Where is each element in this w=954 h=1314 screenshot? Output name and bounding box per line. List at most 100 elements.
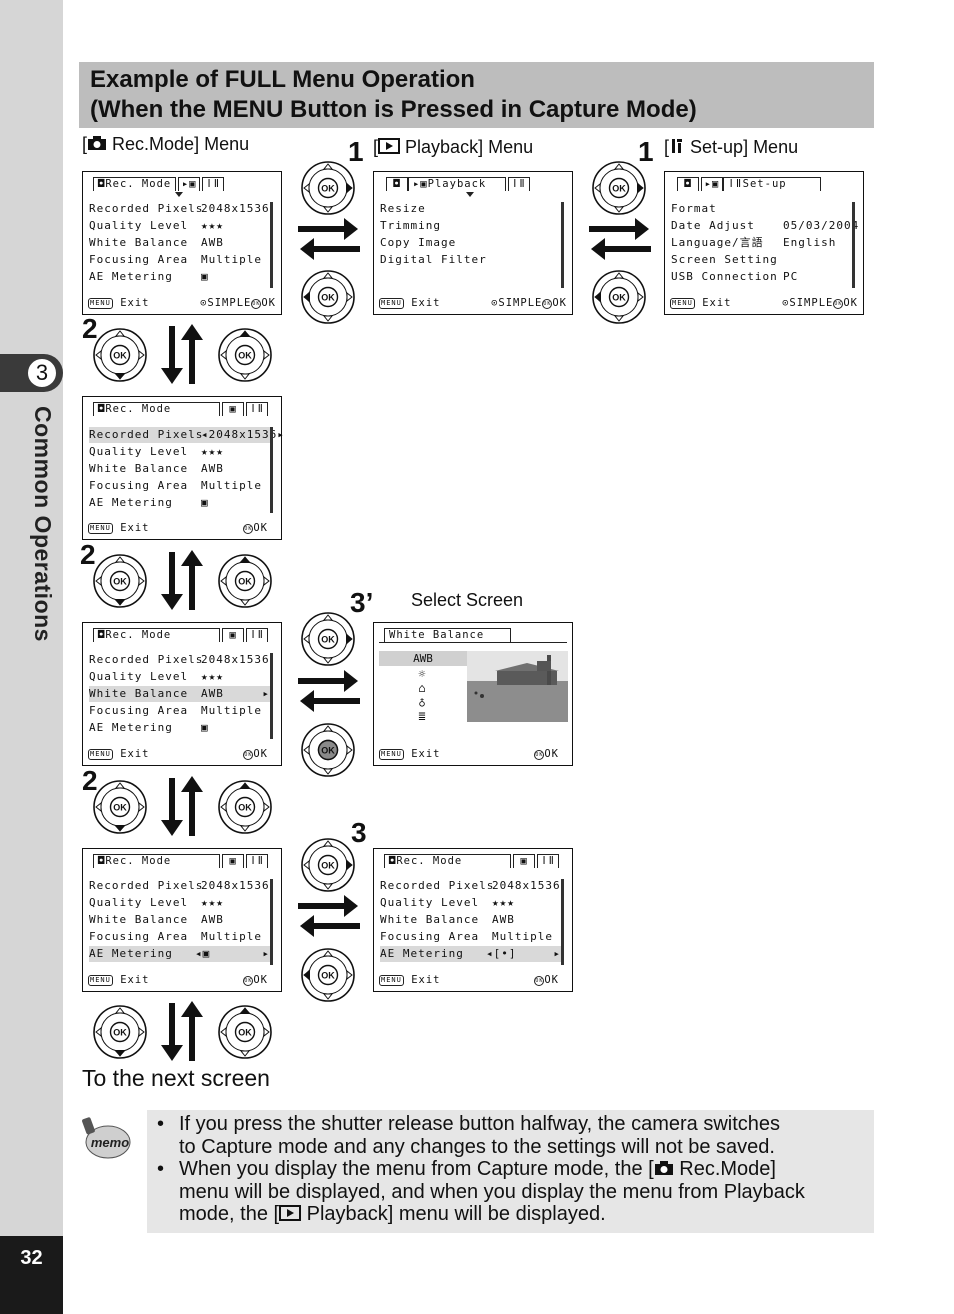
memo-line: When you display the menu from Capture m… [179,1158,805,1181]
dpad-down-pressed-icon [92,1004,148,1060]
dpad-up-pressed-icon [217,779,273,835]
playback-tab-icon: ▣ [513,854,535,868]
swap-vertical-arrows-icon [158,774,208,838]
setup-tab-icon: ǀǁ [246,628,268,642]
dpad-right-pressed-icon [300,160,356,216]
memo-bullet-1: • If you press the shutter release butto… [157,1113,866,1158]
setup-tab-icon: ǀǁ [537,854,559,868]
svg-text:OK: OK [321,746,335,756]
swap-vertical-arrows-icon [158,548,208,612]
playback-tab-icon: ▸▣ [701,177,723,191]
menu-key-icon: MENU [379,975,404,986]
page-number: 32 [0,1236,63,1314]
swap-horizontal-arrows-icon [298,668,360,714]
screen-footer: MENU Exit OKOK [379,973,567,987]
menu-row-focusing-area: Focusing AreaMultiple [89,478,188,494]
menu-key-icon: MENU [379,749,404,760]
screen-footer: MENU Exit OKOK [88,747,276,761]
menu-row-white-balance: White BalanceAWB [89,235,188,251]
ok-key-icon: OK [833,299,843,309]
tab-down-arrow-icon [466,192,474,197]
menu-row-recorded-pixels: Recorded Pixels2048x1536 [89,201,203,217]
wb-option-awb: AWB [379,651,467,666]
swap-horizontal-arrows-icon [298,216,360,262]
menu-row-ae-metering: AE Metering▣ [89,720,173,736]
menu-row-screen-setting: Screen Setting [671,252,778,268]
ok-key-icon: OK [542,299,552,309]
wb-option-icons: ☼ ⌂ ♁ ≣ [414,667,430,723]
setup-tab-icon: ǀǁ [246,402,268,416]
menu-key-icon: MENU [379,298,404,309]
ok-key-icon: OK [534,750,544,760]
metering-icon: ▣ [201,495,209,511]
menu-key-icon: MENU [88,298,113,309]
scrollbar [270,202,273,288]
header-line-2: (When the MENU Button is Pressed in Capt… [90,95,863,125]
header-line-1: Example of FULL Menu Operation [90,65,863,95]
shade-icon: ⌂ [414,681,430,695]
menu-row-trimming: Trimming [380,218,441,234]
setup-tab: ǀǁSet-up [723,177,821,191]
screen-tabs: ◘Rec. Mode ▸▣ ǀǁ [93,177,224,191]
dpad-down-pressed-icon [92,553,148,609]
memo-line: menu will be displayed, and when you dis… [179,1181,805,1204]
menu-row-format: Format [671,201,717,217]
scrollbar [270,653,273,739]
menu-row-digital-filter: Digital Filter [380,252,487,268]
rec-mode-menu-screen: ◘Rec. Mode ▸▣ ǀǁ Recorded Pixels2048x153… [82,171,282,315]
rec-mode-tab: ◘Rec. Mode [384,854,511,868]
swap-horizontal-arrows-icon [589,216,651,262]
menu-row-focusing-area: Focusing AreaMultiple [380,929,479,945]
playback-tab-icon: ▣ [222,402,244,416]
menu-row-ae-metering: AE Metering▣ [89,269,173,285]
ok-key-icon: OK [534,976,544,986]
screen-footer: MENU Exit OKOK [379,747,567,761]
menu-row-ae-metering: AE Metering◂[•]▸ [380,946,562,962]
ok-key-icon: OK [243,750,253,760]
menu-row-white-balance: White BalanceAWB [89,912,188,928]
swap-horizontal-arrows-icon [298,893,360,939]
dpad-left-pressed-icon [300,269,356,325]
dpad-up-pressed-icon [217,553,273,609]
screen-footer: MENU Exit ⊙SIMPLEOKOK [670,296,858,310]
setup-menu-caption-text: Set-up] Menu [690,137,798,157]
dpad-ok-pressed-icon: OK [300,722,356,778]
screen-footer: MENU Exit OKOK [88,521,276,535]
white-balance-tab: White Balance [384,628,511,642]
screen-footer: MENU Exit ⊙SIMPLEOKOK [379,296,567,310]
rec-mode-tab-icon: ◘ [677,177,699,191]
scrollbar [561,879,564,965]
scrollbar [561,202,564,288]
dpad-right-pressed-icon [300,611,356,667]
screen-tabs: ◘Rec. Mode ▣ ǀǁ [93,402,268,416]
rec-mode-ae-metering-screen: ◘Rec. Mode ▣ ǀǁ Recorded Pixels2048x1536… [82,848,282,992]
screen-tabs: ◘ ▸▣ ǀǁSet-up [675,177,821,191]
playback-tab-icon: ▸▣ [178,177,200,191]
memo-icon: memo [82,1116,132,1160]
rec-mode-tab: ◘Rec. Mode [93,402,220,416]
metering-icon: ▣ [201,269,209,285]
playback-icon [279,1205,301,1221]
ok-key-icon: OK [243,524,253,534]
memo-line: mode, the [ Playback] menu will be displ… [179,1203,805,1226]
menu-row-ae-metering: AE Metering◂▣▸ [89,946,271,962]
dpad-up-pressed-icon [217,1004,273,1060]
menu-row-copy-image: Copy Image [380,235,456,251]
screen-tabs: ◘Rec. Mode ▣ ǀǁ [93,628,268,642]
white-balance-select-screen: White Balance AWB ☼ ⌂ ♁ ≣ MENU Exit OKOK [373,622,573,766]
menu-row-recorded-pixels: Recorded Pixels2048x1536 [89,878,203,894]
tab-line [379,642,567,643]
menu-row-quality-level: Quality Level★★★ [380,895,479,911]
metering-icon: ▣ [201,720,209,736]
ok-key-icon: OK [243,976,253,986]
menu-row-resize: Resize [380,201,426,217]
dpad-down-pressed-icon [92,779,148,835]
menu-key-icon: MENU [88,523,113,534]
menu-row-quality-level: Quality Level★★★ [89,444,188,460]
